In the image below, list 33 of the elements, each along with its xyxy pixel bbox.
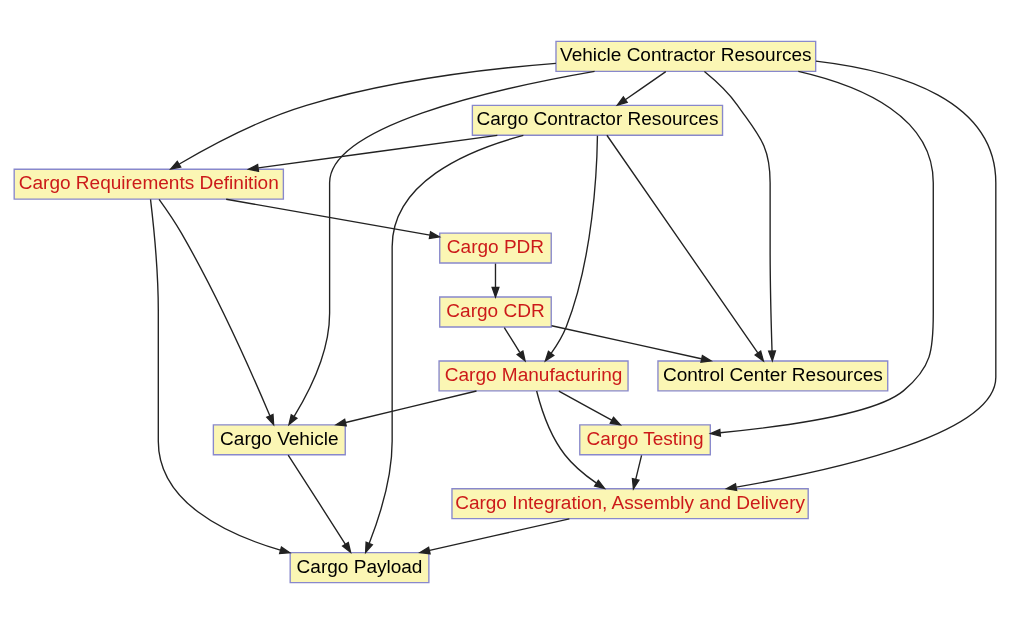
arrow <box>631 454 643 491</box>
arrow <box>606 134 765 363</box>
node-box: Cargo Vehicle <box>212 423 346 455</box>
arrow <box>225 198 442 239</box>
arrow <box>558 389 623 426</box>
arrow <box>550 324 714 363</box>
arrow <box>418 517 571 554</box>
arrow <box>535 389 607 489</box>
arrow <box>703 70 777 363</box>
arrow <box>503 326 527 363</box>
node-box: Cargo PDR <box>439 231 552 264</box>
arrow <box>149 198 292 554</box>
arrow <box>334 389 478 427</box>
arrow <box>708 70 934 437</box>
node-box: Cargo Requirements Definition <box>13 168 285 200</box>
arrow <box>246 134 498 172</box>
arrow <box>158 198 275 426</box>
arrow <box>724 59 997 491</box>
arrow <box>615 70 667 106</box>
arrow <box>364 134 524 554</box>
node-box: Cargo Manufacturing <box>438 359 629 392</box>
arrow <box>287 453 352 554</box>
arrow <box>169 62 557 170</box>
arrow <box>287 70 596 426</box>
node-box: Cargo Payload <box>289 551 430 583</box>
node-box: Vehicle Contractor Resources <box>555 40 817 72</box>
node-box: Cargo Integration, Assembly and Delivery <box>451 487 809 519</box>
node-box: Cargo Contractor Resources <box>471 104 724 136</box>
arrow <box>491 262 500 299</box>
node-box: Cargo Testing <box>579 423 711 455</box>
node-box: Cargo CDR <box>439 295 552 328</box>
arrow <box>544 134 599 363</box>
node-box: Control Center Resources <box>657 359 889 392</box>
